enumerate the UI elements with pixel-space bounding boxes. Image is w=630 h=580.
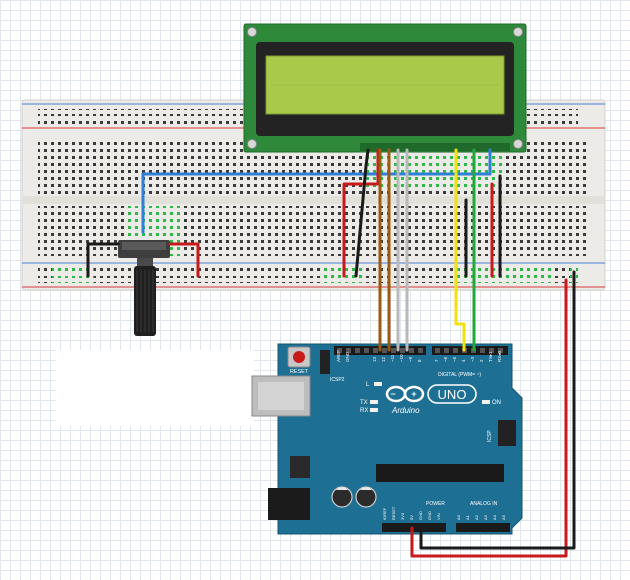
rx-led-label: RX bbox=[360, 408, 368, 414]
wire-black-pot-gnd bbox=[86, 242, 120, 278]
lcd-mount-hole-tr bbox=[513, 27, 523, 37]
potentiometer bbox=[118, 240, 170, 336]
pin-9-label: ~9 bbox=[408, 356, 413, 362]
l-led-label: L bbox=[366, 382, 370, 388]
gnd-label: GND bbox=[345, 351, 350, 362]
arduino-logo: − + bbox=[385, 385, 425, 403]
on-led bbox=[482, 400, 490, 404]
arduino-pcb bbox=[277, 343, 523, 535]
icsp-label: ICSP bbox=[487, 430, 493, 442]
usb-cable-area bbox=[56, 350, 254, 426]
bottom-rail-holes-2 bbox=[38, 276, 578, 283]
ioref-label: IOREF bbox=[382, 507, 387, 520]
pin-13-label: 13 bbox=[372, 356, 377, 362]
uno-label: UNO bbox=[438, 387, 467, 402]
gnd-pin-label-2: GND bbox=[427, 511, 432, 520]
icsp-header bbox=[498, 420, 516, 446]
arduino-uno-board: RESET ICSP2 AREF GND 13 12 ~11 ~10 ~9 8 … bbox=[251, 343, 523, 535]
pin-7-label: 7 bbox=[434, 359, 439, 362]
analog-label: ANALOG IN bbox=[470, 501, 498, 507]
pot-collar bbox=[137, 258, 153, 266]
wire-red-lcd-vdd bbox=[342, 148, 380, 278]
analog-header bbox=[456, 523, 510, 532]
power-header bbox=[382, 523, 446, 532]
capacitor-1 bbox=[331, 486, 353, 508]
bottom-rail-holes-1 bbox=[38, 267, 578, 274]
pin-8-label: 8 bbox=[417, 359, 422, 362]
power-pin-labels: IOREF RESET 3V3 5V GND GND VIN A0 A1 A2 … bbox=[382, 506, 506, 520]
power-label: POWER bbox=[426, 501, 445, 507]
wire-black-gnd-to-rail bbox=[419, 270, 576, 550]
pin-2-label: 2 bbox=[479, 359, 484, 362]
pin-10-label: ~10 bbox=[399, 354, 404, 362]
wire-yellow bbox=[454, 148, 466, 352]
tx-led bbox=[370, 400, 378, 404]
pin-3-label: ~3 bbox=[470, 356, 475, 362]
wire-blue-pot-to-lcd bbox=[141, 148, 492, 234]
voltage-regulator bbox=[290, 456, 310, 478]
l-led bbox=[374, 382, 382, 386]
logo-minus: − bbox=[390, 389, 395, 399]
uno-badge bbox=[427, 384, 477, 404]
gnd-pin-label-1: GND bbox=[418, 511, 423, 520]
pin-6-label: ~6 bbox=[443, 356, 448, 362]
atmega-chip bbox=[376, 464, 504, 482]
vin-label: VIN bbox=[436, 513, 441, 520]
capacitor-1-top bbox=[336, 487, 348, 490]
pin-4-label: 4 bbox=[461, 359, 466, 362]
reset-pin-label: RESET bbox=[391, 506, 396, 520]
lcd-pin-header bbox=[360, 143, 510, 151]
reset-label: RESET bbox=[290, 369, 309, 375]
a5-label: A5 bbox=[501, 514, 506, 520]
arduino-brand-label: Arduino bbox=[391, 406, 420, 415]
lcd-mount-hole-br bbox=[513, 139, 523, 149]
a3-label: A3 bbox=[483, 514, 488, 520]
tx-led-label: TX bbox=[360, 400, 368, 406]
a1-label: A1 bbox=[465, 514, 470, 520]
logo-loop-right bbox=[403, 385, 425, 403]
icsp2-header bbox=[320, 350, 330, 374]
v5-label: 5V bbox=[409, 515, 414, 520]
a4-label: A4 bbox=[492, 514, 497, 520]
aref-label: AREF bbox=[336, 350, 341, 362]
pin-11-label: ~11 bbox=[390, 354, 395, 362]
center-channel bbox=[22, 196, 605, 204]
reset-button-cap[interactable] bbox=[293, 351, 305, 363]
a0-label: A0 bbox=[456, 514, 461, 520]
rail-highlight-2 bbox=[52, 276, 94, 283]
pin-5-label: ~5 bbox=[452, 356, 457, 362]
usb-b-inner bbox=[258, 382, 304, 410]
lcd-mount-hole-bl bbox=[247, 139, 257, 149]
capacitor-2-top bbox=[360, 487, 372, 490]
digital-pin-labels: AREF GND 13 12 ~11 ~10 ~9 8 7 ~6 ~5 4 ~3… bbox=[336, 350, 502, 362]
rail-highlight-1 bbox=[52, 267, 94, 274]
icsp2-label: ICSP2 bbox=[330, 377, 345, 383]
capacitor-2 bbox=[355, 486, 377, 508]
digital-header-right bbox=[432, 346, 508, 355]
a2-label: A2 bbox=[474, 514, 479, 520]
lcd-mount-hole-tl bbox=[247, 27, 257, 37]
on-led-label: ON bbox=[492, 400, 501, 406]
rx-led bbox=[370, 408, 378, 412]
pot-shaft-ridges bbox=[136, 270, 154, 332]
wire-black-lcd-vss bbox=[354, 148, 370, 278]
logo-plus: + bbox=[411, 389, 416, 399]
tx1-label: TX▸1 bbox=[488, 351, 493, 362]
wire-red-pot-vcc bbox=[168, 242, 200, 278]
pin-12-label: 12 bbox=[381, 356, 386, 362]
wire-red-5v-to-rail bbox=[410, 278, 568, 558]
lcd-module bbox=[243, 23, 527, 153]
rx0-label: RX◂0 bbox=[497, 350, 502, 362]
v33-label: 3V3 bbox=[400, 512, 405, 520]
power-jack bbox=[268, 488, 310, 520]
digital-label: DIGITAL (PWM= ~) bbox=[438, 372, 481, 378]
pot-body-top bbox=[122, 242, 166, 250]
rail-highlight-4 bbox=[455, 267, 555, 283]
wires bbox=[86, 148, 576, 558]
